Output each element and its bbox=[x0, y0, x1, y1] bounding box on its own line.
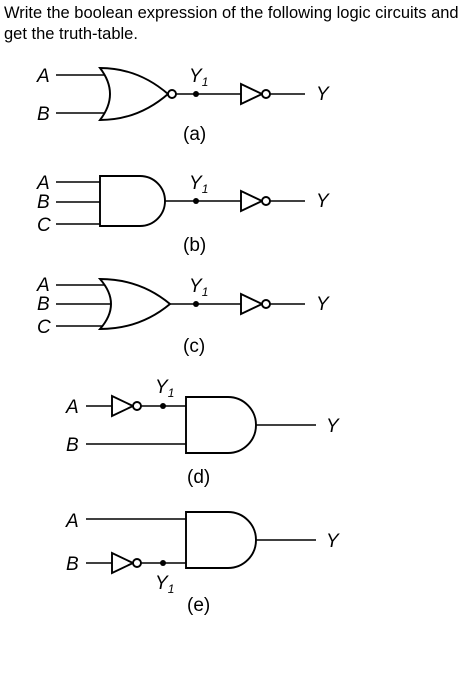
junction-dot bbox=[193, 301, 199, 307]
y1-label: Y1 bbox=[189, 173, 208, 196]
output-y-label: Y bbox=[326, 531, 340, 552]
output-y-label: Y bbox=[326, 416, 340, 437]
and-gate bbox=[99, 175, 166, 227]
y1-label: Y1 bbox=[189, 66, 208, 89]
not-gate bbox=[240, 82, 265, 106]
caption-b: (b) bbox=[183, 235, 206, 256]
caption-a: (a) bbox=[183, 124, 206, 145]
junction-dot bbox=[160, 560, 166, 566]
not-bubble bbox=[261, 89, 271, 99]
not-bubble bbox=[132, 558, 142, 568]
and-gate bbox=[185, 511, 257, 569]
y1-label: Y1 bbox=[189, 276, 208, 299]
not-gate bbox=[240, 292, 265, 316]
y1-label: Y1 bbox=[155, 573, 174, 596]
question-text: Write the boolean expression of the foll… bbox=[4, 4, 459, 43]
circuit-a: A B Y1 Y (a) bbox=[36, 66, 330, 145]
caption-c: (c) bbox=[183, 336, 205, 357]
output-y-label: Y bbox=[316, 294, 330, 315]
not-gate bbox=[240, 189, 265, 213]
input-b-label: B bbox=[37, 192, 50, 213]
input-a-label: A bbox=[65, 397, 79, 418]
circuit-b: A B C Y1 Y (b) bbox=[36, 173, 330, 256]
input-c-label: C bbox=[37, 317, 51, 338]
input-c-label: C bbox=[37, 215, 51, 236]
not-gate bbox=[111, 551, 136, 575]
caption-e: (e) bbox=[187, 595, 210, 616]
input-a-label: A bbox=[65, 511, 79, 532]
input-a-label: A bbox=[36, 173, 50, 194]
circuit-c: A B C Y1 Y (c) bbox=[36, 275, 330, 357]
not-bubble bbox=[261, 196, 271, 206]
not-bubble bbox=[261, 299, 271, 309]
junction-dot bbox=[160, 403, 166, 409]
input-a-label: A bbox=[36, 66, 50, 87]
output-y-label: Y bbox=[316, 191, 330, 212]
input-b-label: B bbox=[37, 294, 50, 315]
input-b-label: B bbox=[66, 435, 79, 456]
y1-label: Y1 bbox=[155, 377, 174, 400]
circuit-e: A B Y1 Y (e) bbox=[65, 511, 340, 616]
nor-gate bbox=[98, 67, 170, 121]
and-gate bbox=[185, 396, 257, 454]
junction-dot bbox=[193, 91, 199, 97]
input-b-label: B bbox=[66, 554, 79, 575]
not-gate bbox=[111, 394, 136, 418]
nor-bubble bbox=[167, 89, 177, 99]
output-y-label: Y bbox=[316, 84, 330, 105]
circuit-d: A B Y1 Y (d) bbox=[65, 377, 340, 488]
junction-dot bbox=[193, 198, 199, 204]
input-a-label: A bbox=[36, 275, 50, 296]
input-b-label: B bbox=[37, 104, 50, 125]
caption-d: (d) bbox=[187, 467, 210, 488]
not-bubble bbox=[132, 401, 142, 411]
or-gate bbox=[97, 278, 172, 330]
